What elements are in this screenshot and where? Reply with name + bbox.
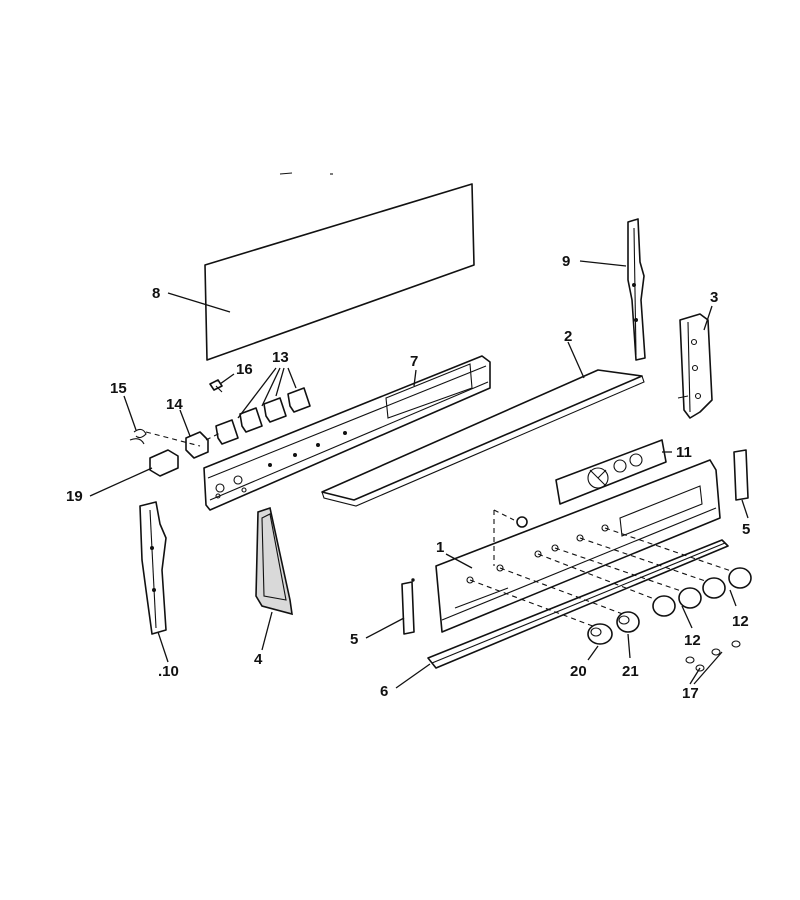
callout-5-right: 5 <box>742 521 750 538</box>
callout-9: 9 <box>562 253 570 270</box>
callout-17: 17 <box>682 685 699 702</box>
callout-5-left: 5 <box>350 631 358 648</box>
part-17-clips <box>685 640 741 672</box>
callout-12-right: 12 <box>732 613 749 630</box>
panel-knob-posts <box>466 524 609 584</box>
callout-6: 6 <box>380 683 388 700</box>
panel-screw <box>493 509 528 566</box>
part-9-side-bracket <box>627 218 646 361</box>
part-19-block <box>149 449 179 477</box>
callout-10: .10 <box>158 663 179 680</box>
part-5-spacer-left <box>401 581 415 635</box>
part-13-switches <box>215 387 311 445</box>
callout-21: 21 <box>622 663 639 680</box>
callout-4: 4 <box>254 651 263 668</box>
callout-13: 13 <box>272 349 289 366</box>
callout-labels: 8 9 3 2 7 13 16 15 14 19 11 5 1 5 6 .10 … <box>66 253 750 702</box>
callout-20: 20 <box>570 663 587 680</box>
knobs-12 <box>652 567 752 617</box>
part-11-display-module <box>555 439 667 505</box>
callout-7: 7 <box>410 353 418 370</box>
callout-2: 2 <box>564 328 572 345</box>
callout-19: 19 <box>66 488 83 505</box>
part-7-control-panel <box>203 355 491 511</box>
part-2-trim-strip <box>321 369 645 507</box>
part-6-bottom-trim <box>427 539 729 669</box>
leader-lines <box>89 260 749 689</box>
knob-21 <box>616 611 640 633</box>
callout-12-left: 12 <box>684 632 701 649</box>
part-16-screw <box>209 379 223 393</box>
part-10-side-bracket <box>139 501 167 635</box>
part-1-front-panel <box>435 459 721 633</box>
callout-1: 1 <box>436 539 444 556</box>
callout-14: 14 <box>166 396 183 413</box>
wiring-dashes <box>145 431 223 447</box>
knob-alignment-dashes <box>469 527 741 629</box>
part-5-spacer-right <box>733 449 749 501</box>
callout-3: 3 <box>710 289 718 306</box>
part-15-wire-clip <box>129 428 147 445</box>
callout-15: 15 <box>110 380 127 397</box>
part-8-glass-panel <box>204 183 475 361</box>
callout-16: 16 <box>236 361 253 378</box>
part-14-switch-block <box>185 431 209 459</box>
callout-11: 11 <box>676 444 692 461</box>
part-4-insulation-panel <box>255 506 293 616</box>
knob-20 <box>587 623 613 645</box>
stray-marks <box>279 172 415 582</box>
part-3-end-cap <box>677 313 713 419</box>
callout-8: 8 <box>152 285 160 302</box>
